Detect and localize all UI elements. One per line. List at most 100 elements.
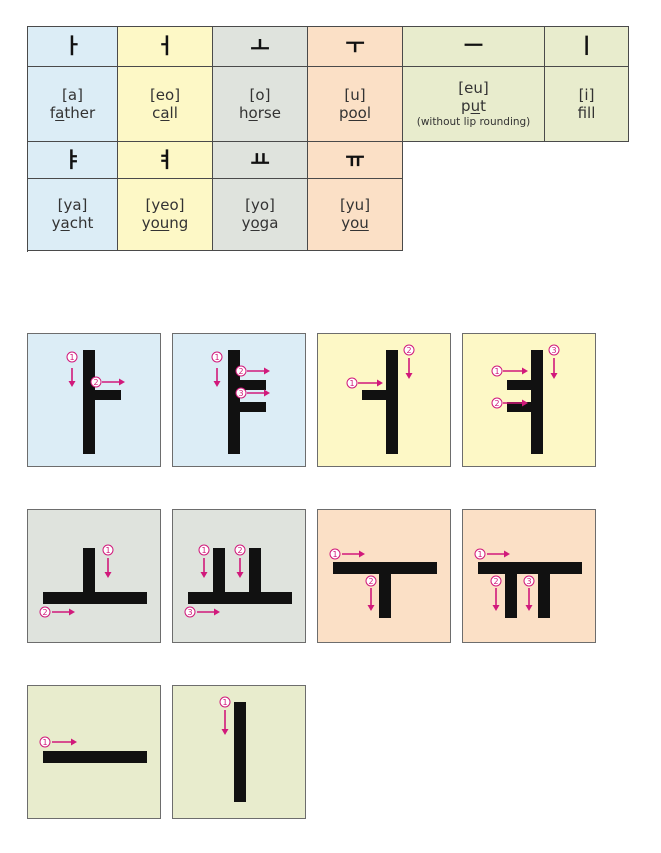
arrow-down-icon — [68, 368, 76, 387]
example-word: father — [49, 103, 96, 122]
svg-text:1: 1 — [332, 550, 337, 559]
arrow-down-icon — [213, 368, 221, 387]
arrow-down-icon — [104, 558, 112, 578]
stroke-number: 1 — [474, 548, 486, 560]
svg-text:2: 2 — [42, 608, 47, 617]
stroke-number: 1 — [211, 351, 223, 363]
stroke-bar — [379, 574, 391, 618]
vowel-stroke-diagram: ㅏ12 — [66, 350, 125, 454]
vowel-cell-eo: [eo] call — [118, 67, 213, 142]
stroke-bar — [507, 402, 531, 412]
stroke-number: 1 — [198, 544, 210, 556]
vowel-stroke-diagram: ㅜ12 — [329, 548, 437, 618]
stroke-order-box: ㅓ12 — [317, 333, 451, 467]
vowel-cell-eu: [eu] put (without lip rounding) — [403, 67, 545, 142]
arrow-right-icon — [503, 399, 528, 407]
stroke-bar — [531, 350, 543, 454]
example-word: horse — [239, 103, 281, 122]
stroke-number: 3 — [184, 606, 196, 618]
svg-text:2: 2 — [406, 346, 411, 355]
arrow-right-icon — [358, 379, 383, 387]
vowel-cell-yu: [yu] you — [308, 179, 403, 251]
vowel-stroke-diagram: ㅕ123 — [491, 344, 560, 454]
vowel-cell-u: [u] pool — [308, 67, 403, 142]
stroke-order-box: ㅏ12 — [27, 333, 161, 467]
vowel-cell-yeo: [yeo] young — [118, 179, 213, 251]
arrow-down-icon — [550, 358, 558, 379]
stroke-number: 3 — [548, 344, 560, 356]
vowel-header-yeo: ㅕ — [118, 142, 213, 179]
stroke-bar — [83, 548, 95, 598]
example-word: yoga — [241, 214, 279, 232]
arrow-right-icon — [247, 389, 270, 397]
vowel-glyph: ㅠ — [345, 147, 365, 172]
stroke-number: 3 — [523, 575, 535, 587]
vowel-cell-i: [i] fill — [545, 67, 629, 142]
arrow-right-icon — [102, 378, 125, 386]
romanization: [i] — [578, 85, 595, 104]
stroke-order-box: ㅛ123 — [172, 509, 306, 643]
vowel-glyph: ㅏ — [62, 34, 83, 58]
stroke-bar — [505, 574, 517, 618]
example-word: put — [461, 97, 486, 115]
svg-text:3: 3 — [526, 577, 531, 586]
vowel-header-a: ㅏ — [28, 27, 118, 67]
romanization: [o] — [249, 85, 271, 104]
romanization: [yu] — [339, 196, 371, 214]
stroke-number: 1 — [102, 544, 114, 556]
example-word: you — [341, 214, 369, 232]
svg-text:1: 1 — [214, 353, 219, 362]
vowel-glyph: ㅡ — [463, 34, 484, 58]
vowel-stroke-diagram: ㅗ12 — [39, 544, 147, 618]
svg-text:1: 1 — [201, 546, 206, 555]
vowel-header-eu: ㅡ — [403, 27, 545, 67]
vowel-cell-ya: [ya] yacht — [28, 179, 118, 251]
vowel-header-ya: ㅑ — [28, 142, 118, 179]
stroke-bar — [240, 380, 266, 390]
vowel-header-o: ㅗ — [213, 27, 308, 67]
arrow-right-icon — [487, 550, 510, 558]
stroke-number: 2 — [90, 376, 102, 388]
stroke-bar — [386, 350, 398, 454]
vowel-cell-o: [o] horse — [213, 67, 308, 142]
romanization: [u] — [344, 85, 366, 104]
vowel-header-i: ㅣ — [545, 27, 629, 67]
stroke-bar — [95, 390, 121, 400]
stroke-order-box: ㅡ1 — [27, 685, 161, 819]
stroke-bar — [228, 350, 240, 454]
stroke-bar — [249, 548, 261, 598]
romanization: [eu] — [458, 79, 489, 97]
example-word: yacht — [51, 214, 94, 232]
vowel-cell-a: [a] father — [28, 67, 118, 142]
example-word: fill — [577, 103, 596, 122]
stroke-order-box: ㅣ1 — [172, 685, 306, 819]
arrow-down-icon — [221, 710, 229, 735]
stroke-number: 1 — [66, 351, 78, 363]
stroke-order-box: ㅕ123 — [462, 333, 596, 467]
stroke-number: 1 — [329, 548, 341, 560]
romanization: [a] — [62, 85, 83, 104]
arrow-right-icon — [197, 608, 220, 616]
vowel-cell-yo: [yo] yoga — [213, 179, 308, 251]
vowel-glyph: ㅗ — [250, 34, 270, 58]
example-word: young — [141, 214, 189, 232]
romanization: [eo] — [149, 85, 181, 104]
svg-text:1: 1 — [477, 550, 482, 559]
svg-text:1: 1 — [222, 698, 227, 707]
arrow-right-icon — [52, 738, 77, 746]
stroke-number: 2 — [365, 575, 377, 587]
arrow-down-icon — [405, 358, 413, 379]
vowel-glyph: ㅕ — [155, 147, 175, 172]
stroke-number: 2 — [234, 544, 246, 556]
arrow-right-icon — [342, 550, 365, 558]
svg-text:2: 2 — [368, 577, 373, 586]
stroke-bar — [240, 402, 266, 412]
vowel-header-yo: ㅛ — [213, 142, 308, 179]
svg-text:2: 2 — [237, 546, 242, 555]
stroke-bar — [538, 574, 550, 618]
pronunciation-note: (without lip rounding) — [416, 116, 531, 128]
arrow-down-icon — [492, 588, 500, 611]
vowel-header-yu: ㅠ — [308, 142, 403, 179]
